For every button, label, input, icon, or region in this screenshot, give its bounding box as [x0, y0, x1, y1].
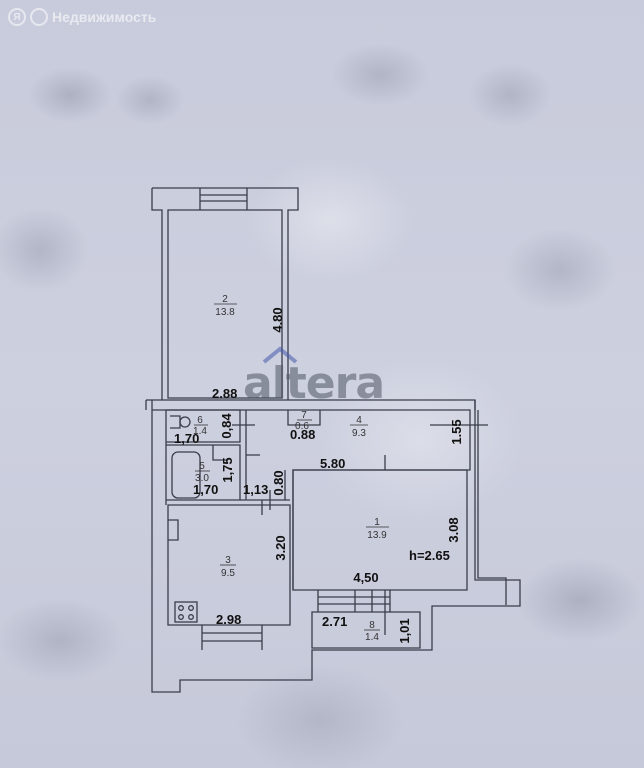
room-label-6: 6 1.4: [193, 415, 208, 437]
dim-corridor-depth: 0.80: [271, 470, 286, 495]
room-label-4: 4 9.3: [350, 415, 368, 439]
room-label-8: 8 1.4: [364, 620, 380, 643]
altera-watermark: altera: [243, 358, 385, 409]
dim-room5-width: 1,70: [193, 482, 218, 497]
svg-text:9.3: 9.3: [352, 428, 366, 439]
room-label-7: 7 0.6: [295, 410, 312, 432]
svg-text:0.6: 0.6: [295, 421, 309, 432]
svg-text:1.4: 1.4: [193, 426, 207, 437]
dim-room2-depth: 4.80: [270, 307, 285, 332]
room-label-2: 2 13.8: [214, 294, 237, 318]
dim-room1-depth: 3.08: [446, 517, 461, 542]
dim-room4-depth: 1.55: [449, 419, 464, 444]
dim-room4-width: 5.80: [320, 456, 345, 471]
dim-room3-width: 2.98: [216, 612, 241, 627]
room-label-1: 1 13.9: [366, 517, 389, 541]
svg-text:6: 6: [197, 415, 203, 426]
dim-room8-depth: 1,01: [397, 618, 412, 643]
dim-corridor-width: 1,13: [243, 482, 268, 497]
svg-text:3: 3: [225, 555, 231, 566]
svg-text:5: 5: [199, 461, 205, 472]
dim-room8-width: 2.71: [322, 614, 347, 629]
dim-room3-depth: 3.20: [273, 535, 288, 560]
svg-text:2: 2: [222, 294, 228, 305]
dim-room6-width: 1,70: [174, 431, 199, 446]
svg-text:9.5: 9.5: [221, 568, 235, 579]
room-label-5: 5 3.0: [195, 461, 210, 484]
realty-logo-icon: [30, 8, 48, 26]
dim-room1-width: 4,50: [353, 570, 378, 585]
svg-text:4: 4: [356, 415, 362, 426]
yandex-logo-icon: Я: [8, 8, 26, 26]
dim-room2-width: 2.88: [212, 386, 237, 401]
altera-roof-icon: [262, 346, 298, 364]
svg-text:7: 7: [301, 410, 307, 421]
svg-text:13.9: 13.9: [367, 530, 387, 541]
svg-text:13.8: 13.8: [215, 307, 235, 318]
ceiling-height: h=2.65: [409, 548, 450, 563]
watermark-brand: Недвижимость: [52, 9, 157, 25]
svg-text:3.0: 3.0: [195, 473, 209, 484]
yandex-realty-watermark: Я Недвижимость: [8, 8, 156, 26]
svg-text:1.4: 1.4: [365, 632, 379, 643]
dim-room7-width: 0.88: [290, 427, 315, 442]
dim-room5-depth: 1,75: [220, 457, 235, 482]
dim-room6-depth: 0,84: [219, 413, 234, 439]
room-label-3: 3 9.5: [220, 555, 236, 579]
svg-text:1: 1: [374, 517, 380, 528]
svg-text:8: 8: [369, 620, 375, 631]
